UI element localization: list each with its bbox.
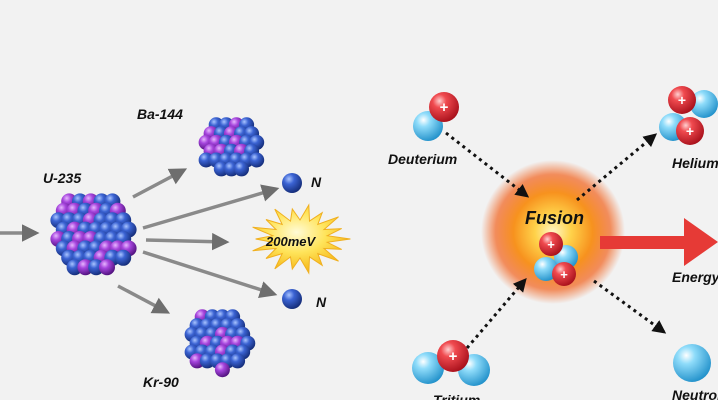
- nucleon: [249, 152, 265, 168]
- tritium-label: Tritium: [433, 392, 481, 400]
- deuterium-label: Deuterium: [388, 151, 458, 167]
- energy-burst-label: 200meV: [266, 234, 316, 249]
- helium-label: Helium: [672, 155, 718, 171]
- ba144-nucleus: [198, 117, 265, 177]
- arrow-to-energy: [145, 232, 230, 251]
- svg-text:+: +: [678, 92, 686, 108]
- arrow-fusion-to-helium: [576, 133, 658, 202]
- svg-text:+: +: [440, 99, 449, 116]
- u235-nucleus: [50, 193, 137, 276]
- kr90-label: Kr-90: [143, 374, 179, 390]
- fusion-label: Fusion: [525, 208, 584, 228]
- fusion-arrows: [445, 131, 667, 349]
- arrow-to-neutron-bottom: [142, 250, 278, 299]
- svg-text:+: +: [686, 123, 694, 139]
- neutron-output-label: Neutron: [672, 387, 718, 400]
- nucleon: [230, 353, 246, 369]
- fission-arrows: [0, 168, 280, 314]
- energy-output-arrow: [600, 218, 718, 266]
- fusion-glow: [481, 160, 625, 304]
- helium-nucleus: + +: [659, 86, 718, 145]
- svg-text:+: +: [560, 267, 568, 282]
- nucleon: [99, 259, 115, 276]
- arrow-fusion-to-neutron: [593, 279, 667, 334]
- nucleon: [234, 161, 249, 177]
- arrow-to-kr90: [117, 284, 171, 314]
- neutron-bottom: [282, 289, 302, 309]
- neutron-top: [282, 173, 302, 193]
- arrow-to-ba144: [132, 168, 188, 199]
- u235-label: U-235: [43, 170, 82, 186]
- neutron-bottom-label: N: [316, 294, 327, 310]
- energy-label: Energy: [672, 269, 718, 285]
- arrow-deuterium-to-fusion: [445, 131, 530, 198]
- neutron-top-label: N: [311, 174, 322, 190]
- output-neutron: [673, 344, 711, 382]
- nucleon: [115, 249, 132, 266]
- energy-burst: [252, 203, 351, 275]
- svg-text:+: +: [449, 348, 458, 365]
- ba144-label: Ba-144: [137, 106, 183, 122]
- tritium-nucleus: +: [412, 340, 490, 386]
- svg-text:+: +: [547, 237, 555, 252]
- arrow-to-neutron-top: [142, 184, 280, 230]
- nucleon: [214, 362, 230, 378]
- arrow-tritium-to-fusion: [465, 277, 527, 349]
- kr90-nucleus: [184, 309, 256, 378]
- fusion-nucleus: + +: [534, 232, 578, 286]
- deuterium-nucleus: +: [413, 92, 459, 141]
